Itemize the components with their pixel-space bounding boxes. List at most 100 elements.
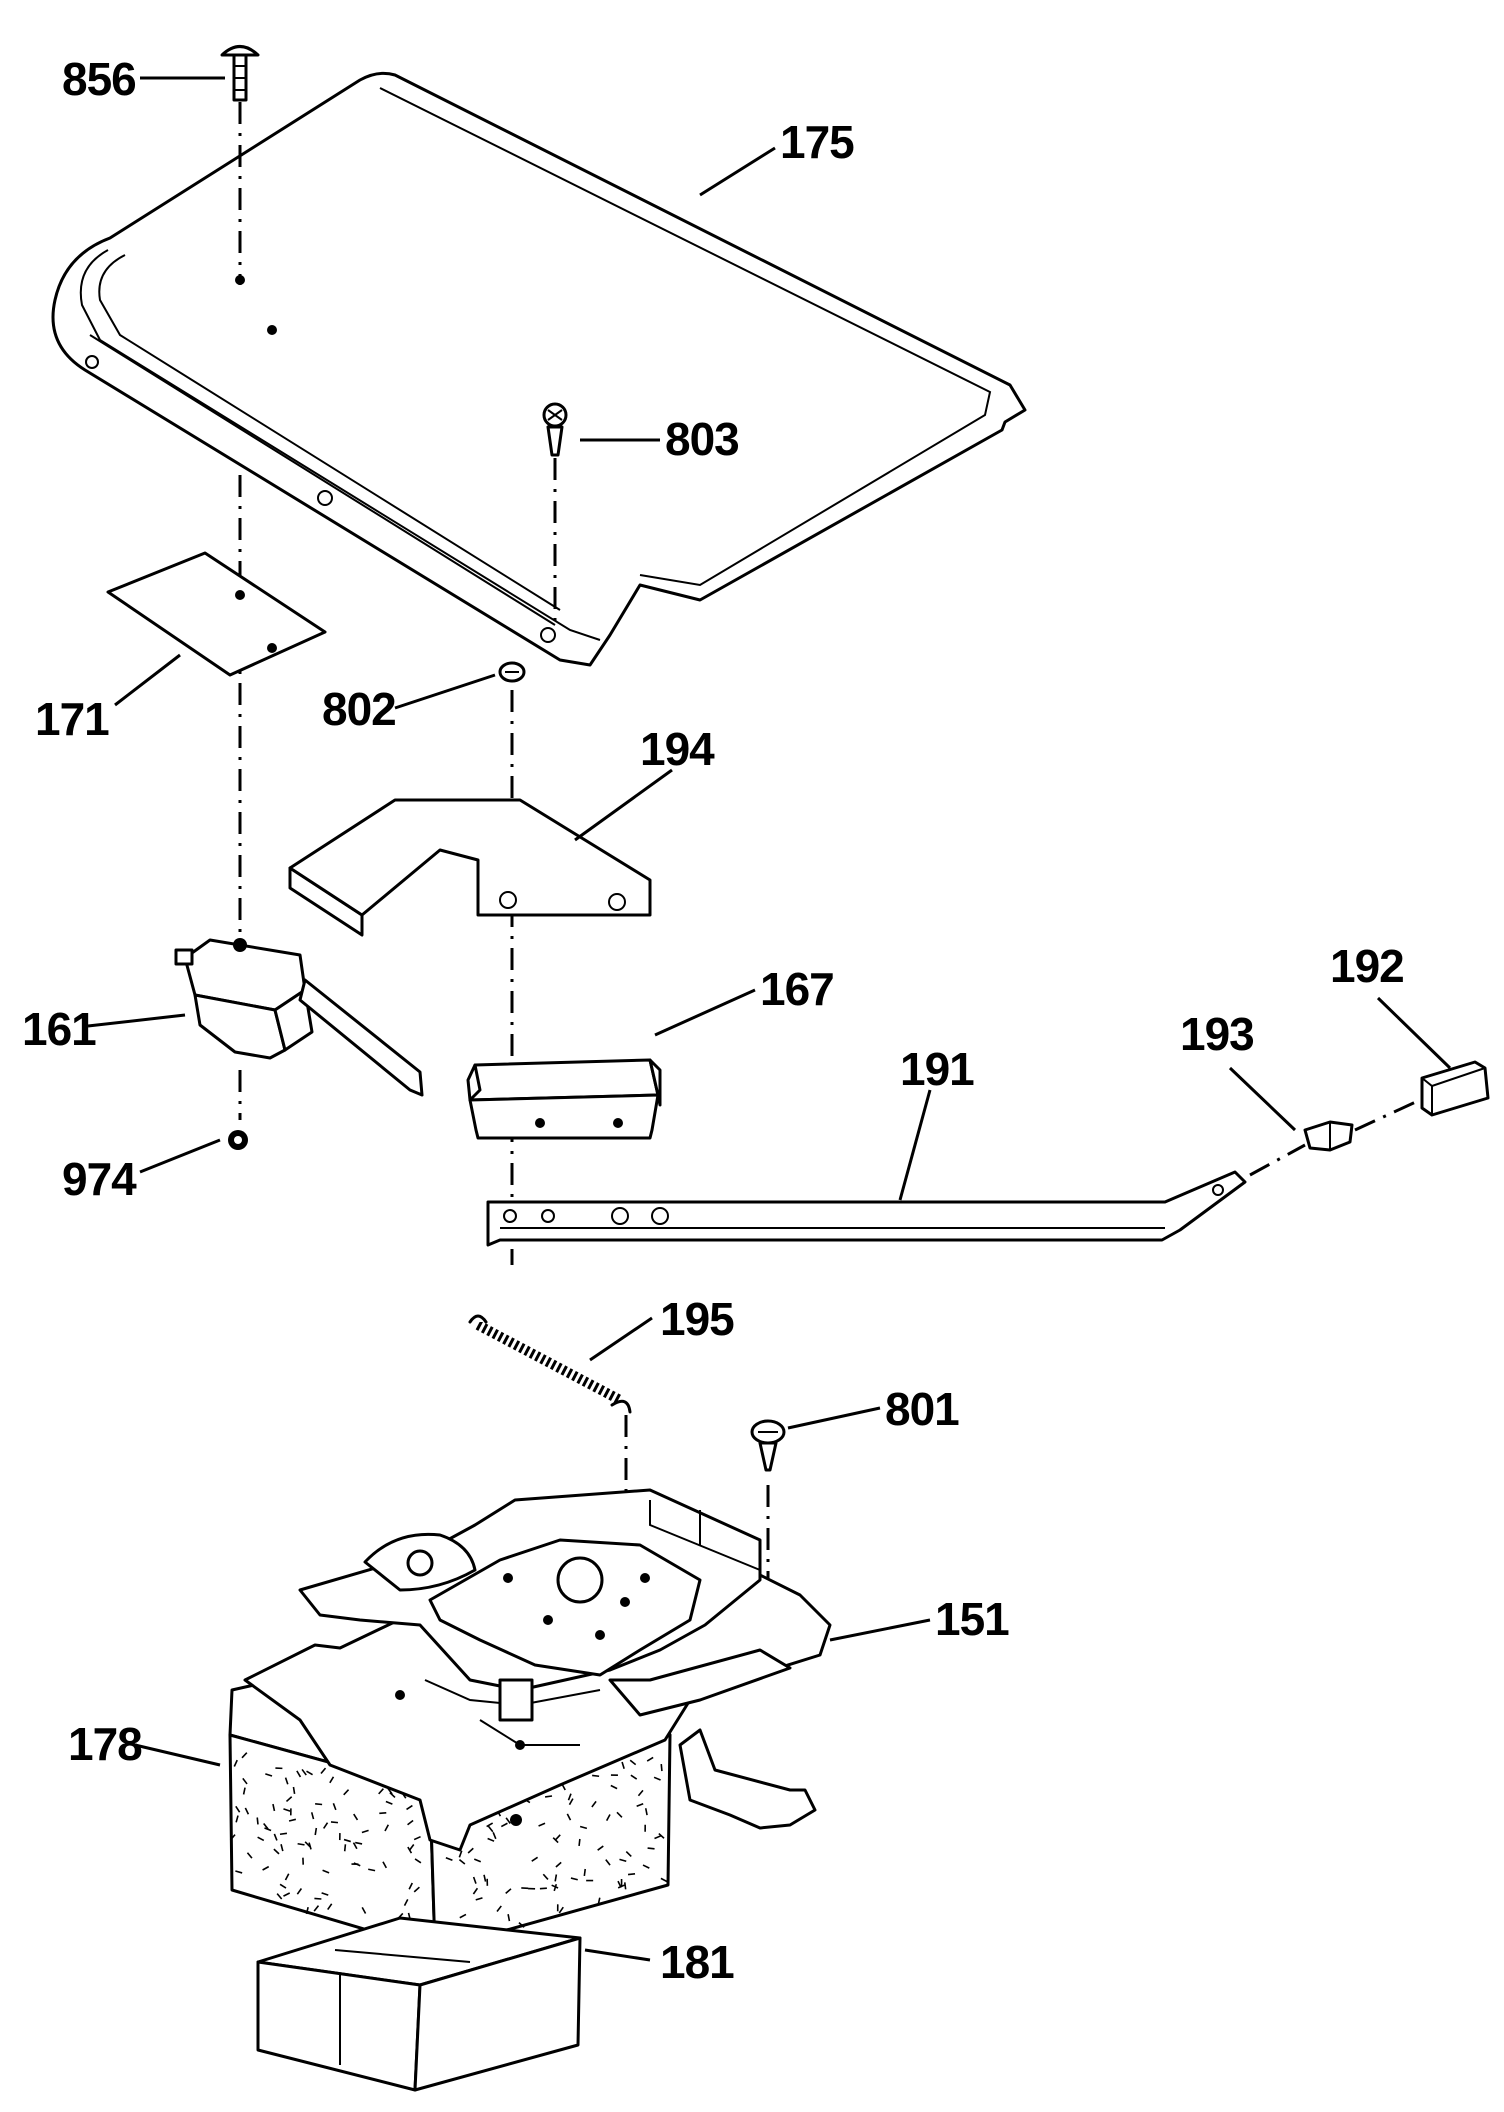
insulation-speck — [637, 1789, 644, 1797]
part-161-switch — [174, 938, 424, 1097]
insulation-speck — [280, 1844, 284, 1852]
part-193-clip — [1303, 1120, 1354, 1152]
insulation-speck — [605, 1814, 611, 1822]
insulation-speck — [583, 1868, 587, 1877]
insulation-speck — [329, 1776, 335, 1784]
insulation-speck — [235, 1805, 241, 1813]
insulation-speck — [308, 1842, 312, 1850]
insulation-speck — [487, 1825, 494, 1833]
insulation-speck — [244, 1807, 250, 1815]
insulation-speck — [284, 1777, 289, 1785]
insulation-speck — [361, 1906, 367, 1914]
insulation-speck — [305, 1906, 309, 1915]
insulation-speck — [382, 1861, 388, 1869]
insulation-speck — [361, 1829, 369, 1834]
assembly-axis-193-192 — [1354, 1098, 1421, 1132]
insulation-speck — [310, 1812, 315, 1820]
label-191: 191 — [900, 1043, 974, 1095]
insulation-speck — [531, 1856, 539, 1862]
part-974-nut — [228, 1130, 248, 1150]
insulation-speck — [320, 1767, 327, 1774]
part-192-knob — [1420, 1060, 1490, 1117]
insulation-speck — [343, 1838, 351, 1843]
insulation-speck — [642, 1864, 650, 1869]
insulation-speck — [233, 1759, 238, 1767]
insulation-speck — [619, 1858, 627, 1862]
insulation-speck — [296, 1888, 303, 1895]
part-803-screw — [542, 402, 568, 457]
label-974: 974 — [62, 1153, 137, 1205]
insulation-speck — [566, 1813, 572, 1821]
insulation-speck — [246, 1852, 253, 1859]
insulation-speck — [625, 1850, 632, 1858]
label-856: 856 — [62, 53, 136, 105]
part-181-base-block — [256, 1916, 582, 2092]
insulation-speck — [256, 1817, 259, 1825]
label-801: 801 — [885, 1383, 959, 1435]
insulation-speck — [616, 1811, 623, 1818]
label-161: 161 — [22, 1003, 96, 1055]
insulation-speck — [353, 1813, 359, 1821]
insulation-speck — [538, 1822, 546, 1827]
label-193: 193 — [1180, 1008, 1254, 1060]
insulation-speck — [322, 1869, 330, 1874]
insulation-speck — [296, 1770, 302, 1778]
insulation-speck — [551, 1884, 559, 1889]
insulation-speck — [621, 1761, 625, 1769]
part-151-latch-mechanism — [243, 1488, 832, 1852]
insulation-speck — [330, 1821, 339, 1824]
part-labels: 856 175 803 171 802 194 161 167 192 193 … — [22, 53, 1405, 1988]
insulation-speck — [264, 1827, 272, 1832]
insulation-speck — [610, 1784, 618, 1790]
insulation-speck — [279, 1883, 287, 1889]
label-192: 192 — [1330, 940, 1404, 992]
insulation-speck — [644, 1808, 648, 1816]
insulation-speck — [242, 1787, 246, 1795]
insulation-speck — [384, 1824, 390, 1832]
label-175: 175 — [780, 116, 854, 168]
insulation-speck — [658, 1832, 665, 1839]
part-801-screw — [750, 1419, 786, 1472]
label-181: 181 — [660, 1936, 734, 1988]
insulation-speck — [623, 1882, 627, 1890]
insulation-speck — [355, 1841, 363, 1845]
insulation-speck — [475, 1897, 483, 1901]
insulation-speck — [570, 1877, 578, 1881]
insulation-speck — [262, 1865, 270, 1871]
insulation-speck — [406, 1804, 413, 1811]
insulation-speck — [306, 1770, 313, 1776]
insulation-speck — [505, 1888, 512, 1895]
insulation-speck — [654, 1835, 662, 1840]
insulation-speck — [413, 1886, 420, 1893]
insulation-speck — [242, 1777, 248, 1785]
insulation-speck — [229, 1834, 236, 1841]
insulation-speck — [283, 1808, 291, 1812]
label-802: 802 — [322, 683, 396, 735]
leader-lines — [87, 76, 1452, 1962]
insulation-speck — [597, 1897, 601, 1905]
insulation-speck — [314, 1827, 318, 1836]
insulation-speck — [458, 1850, 463, 1858]
insulation-speck — [321, 1892, 329, 1896]
insulation-speck — [555, 1861, 562, 1868]
part-195-spring — [468, 1314, 632, 1414]
insulation-speck — [265, 1773, 273, 1777]
insulation-speck — [408, 1844, 415, 1851]
insulation-speck — [368, 1868, 376, 1872]
insulation-speck — [617, 1884, 625, 1889]
insulation-speck — [378, 1788, 384, 1795]
insulation-speck — [458, 1858, 466, 1865]
label-171: 171 — [35, 693, 109, 745]
insulation-speck — [507, 1914, 511, 1922]
part-194-bracket — [288, 798, 652, 937]
insulation-speck — [629, 1759, 637, 1766]
insulation-speck — [273, 1848, 280, 1855]
insulation-speck — [292, 1786, 296, 1795]
insulation-speck — [592, 1774, 600, 1778]
insulation-speck — [314, 1897, 322, 1900]
insulation-speck — [263, 1822, 269, 1830]
insulation-speck — [241, 1752, 248, 1759]
label-151: 151 — [935, 1593, 1009, 1645]
insulation-speck — [322, 1822, 329, 1829]
